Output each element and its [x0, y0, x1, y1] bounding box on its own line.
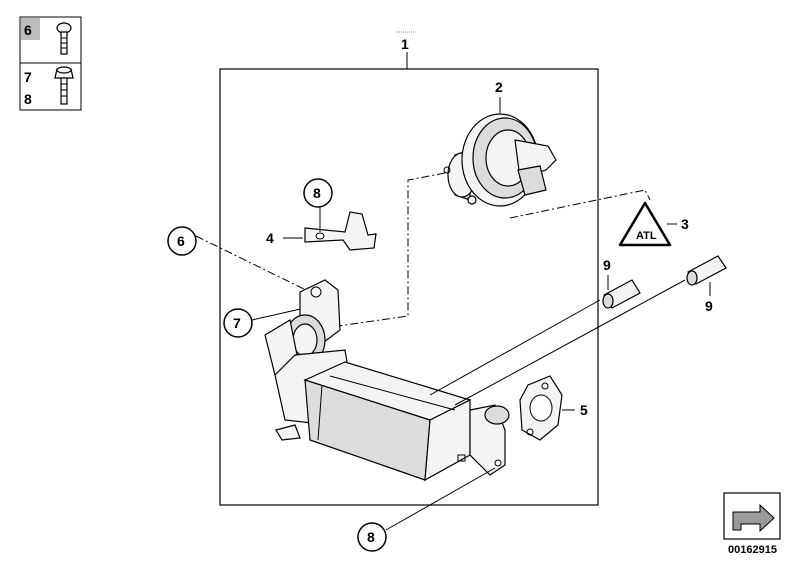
mounting-bracket: [304, 211, 377, 251]
callout-5: 5: [580, 402, 588, 418]
callout-7-circle: [223, 308, 253, 338]
callout-4: 4: [266, 230, 274, 246]
diagram-number: 00162915: [728, 544, 777, 556]
callout-2: 2: [495, 79, 503, 95]
arrow-direction-icon: [723, 492, 781, 540]
callout-9-right: 9: [705, 298, 713, 314]
callout-1: 1: [401, 36, 409, 52]
legend-num-6: 6: [24, 22, 32, 38]
hex-bolt-icon: [54, 66, 74, 105]
callout-7: 7: [233, 315, 241, 331]
hose-left: [602, 279, 641, 309]
legend-num-7: 7: [24, 69, 32, 85]
legend-num-8: 8: [24, 91, 32, 107]
hose-right: [686, 255, 727, 286]
legend-highlight: [21, 18, 40, 40]
fastener-legend: 6 7 8: [19, 16, 82, 111]
callout-6-circle: [167, 226, 197, 256]
torx-screw-icon: [56, 22, 72, 55]
assembly-frame: [219, 68, 599, 506]
callout-3: 3: [681, 216, 689, 232]
callout-8-bottom: 8: [367, 529, 375, 545]
callout-9-left: 9: [603, 257, 611, 273]
callout-8-bottom-circle: [357, 522, 387, 552]
callout-8-top: 8: [313, 185, 321, 201]
warning-triangle-icon: ATL: [618, 201, 672, 247]
callout-6: 6: [177, 233, 185, 249]
svg-text:ATL: ATL: [636, 230, 657, 242]
egr-cooler: [264, 279, 510, 482]
gasket: [519, 375, 563, 441]
callout-8-top-circle: [303, 178, 333, 208]
egr-valve: [443, 113, 557, 207]
